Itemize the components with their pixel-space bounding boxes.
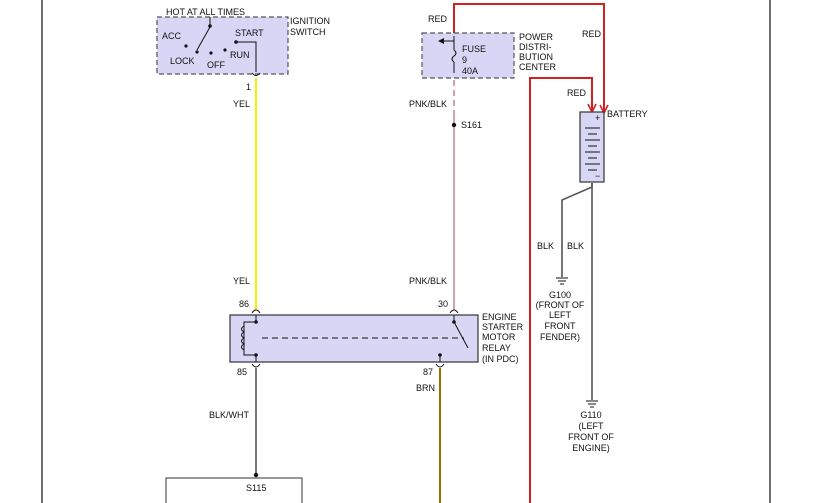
- wire-blk-g100: [561, 183, 593, 277]
- battery-box: [579, 111, 605, 183]
- pdc-box: [421, 32, 515, 79]
- fuse-amperage: 40A: [462, 66, 478, 76]
- wire-red-battery-main: [529, 77, 593, 503]
- relay-name-5: (IN PDC): [482, 354, 519, 364]
- g100-line-1: G100: [549, 290, 571, 300]
- g110-line-4: ENGINE): [572, 443, 610, 453]
- pin-86-connector-icon: [251, 309, 261, 314]
- contact-acc: [184, 44, 188, 48]
- lock-label: LOCK: [170, 56, 195, 66]
- g110-line-2: (LEFT: [578, 421, 604, 431]
- relay-name-1: ENGINE: [482, 312, 517, 322]
- hot-at-all-times-label: HOT AT ALL TIMES: [166, 7, 245, 17]
- red-label-battery: RED: [567, 88, 587, 98]
- pin-30-connector-icon: [449, 309, 459, 314]
- g100-line-3: LEFT: [549, 310, 572, 320]
- ignition-name-1: IGNITION: [290, 16, 330, 26]
- ignition-switch-box: [156, 16, 289, 75]
- pdc-name-1: POWER: [519, 32, 554, 42]
- run-label: RUN: [230, 50, 250, 60]
- relay-coil-icon: [241, 325, 245, 351]
- relay-pin-87: 87: [423, 367, 433, 377]
- pin-87-connector-icon: [435, 363, 445, 368]
- pdc-connector-icon: [438, 38, 444, 44]
- contact-lock: [195, 50, 199, 54]
- relay-pin-86: 86: [239, 299, 249, 309]
- battery: RED RED + − BATTERY: [529, 29, 648, 503]
- splice-s115-label: S115: [246, 483, 266, 493]
- g110-line-1: G110: [580, 410, 601, 420]
- red-label-top: RED: [428, 14, 448, 24]
- relay-pin-30: 30: [438, 299, 448, 309]
- wire-pnk-label-bottom: PNK/BLK: [409, 276, 447, 286]
- battery-plus: +: [595, 113, 600, 123]
- splice-s115-dot: [253, 472, 259, 478]
- g100-line-4: FRONT: [545, 321, 576, 331]
- ignition-name-2: SWITCH: [290, 27, 326, 37]
- wire-pnk-label-top: PNK/BLK: [409, 99, 447, 109]
- wire-yel-label-bottom: YEL: [233, 276, 250, 286]
- pdc-name-3: BUTION: [519, 52, 553, 62]
- relay-contact-blade: [453, 321, 469, 349]
- starter-relay: 86 30 ENGINE STARTER MOTOR RELAY (IN PDC…: [229, 299, 524, 377]
- g100-line-2: (FRONT OF: [536, 300, 585, 310]
- pin-1-connector-icon: [251, 72, 261, 76]
- start-label: START: [235, 28, 264, 38]
- pin-1-label: 1: [246, 82, 251, 92]
- fuse-icon: [451, 49, 457, 63]
- relay-name-3: MOTOR: [482, 332, 516, 342]
- wire-yel-label-top: YEL: [233, 99, 250, 109]
- g110-line-3: FRONT OF: [568, 432, 614, 442]
- wire-red-top: [453, 3, 605, 112]
- battery-minus: −: [595, 171, 600, 181]
- pdc-name-2: DISTRI-: [519, 42, 552, 52]
- contact-run: [223, 48, 227, 52]
- acc-label: ACC: [162, 31, 182, 41]
- contact-hot: [208, 24, 212, 28]
- splice-s161-dot: [451, 122, 457, 128]
- coil-dot-top: [254, 320, 258, 324]
- g100-line-5: FENDER): [540, 332, 580, 342]
- off-label: OFF: [207, 60, 225, 70]
- wire-brn-label: BRN: [416, 383, 435, 393]
- pin-85-connector-icon: [251, 363, 261, 368]
- ignition-switch: HOT AT ALL TIMES IGNITION SWITCH ACC STA…: [156, 7, 330, 92]
- contact-off: [209, 51, 213, 55]
- fuse-label: FUSE: [462, 44, 486, 54]
- battery-label: BATTERY: [607, 109, 648, 119]
- s115-box-edge: [165, 477, 303, 503]
- fuse-number: 9: [462, 55, 467, 65]
- ground-g100: G100 (FRONT OF LEFT FRONT FENDER): [536, 277, 585, 342]
- ground-g100-icon: [556, 277, 568, 285]
- ground-g110-icon: [586, 400, 598, 408]
- wire-blk-label-a: BLK: [537, 241, 554, 251]
- wire-blk-label-b: BLK: [567, 241, 584, 251]
- power-distribution-center: RED FUSE 9 40A POWER DISTRI- BUTION CENT…: [421, 3, 609, 115]
- red-label-right: RED: [582, 29, 602, 39]
- relay-pin-85: 85: [237, 367, 247, 377]
- start-output-line: [236, 41, 257, 72]
- coil-dot-bottom: [254, 353, 258, 357]
- wire-blk-wht-label: BLK/WHT: [209, 410, 250, 420]
- ground-g110: G110 (LEFT FRONT OF ENGINE): [568, 400, 614, 453]
- relay-name-4: RELAY: [482, 343, 511, 353]
- switch-blade: [196, 26, 211, 51]
- splice-s161-label: S161: [461, 120, 482, 130]
- relay-name-2: STARTER: [482, 322, 524, 332]
- pdc-name-4: CENTER: [519, 62, 557, 72]
